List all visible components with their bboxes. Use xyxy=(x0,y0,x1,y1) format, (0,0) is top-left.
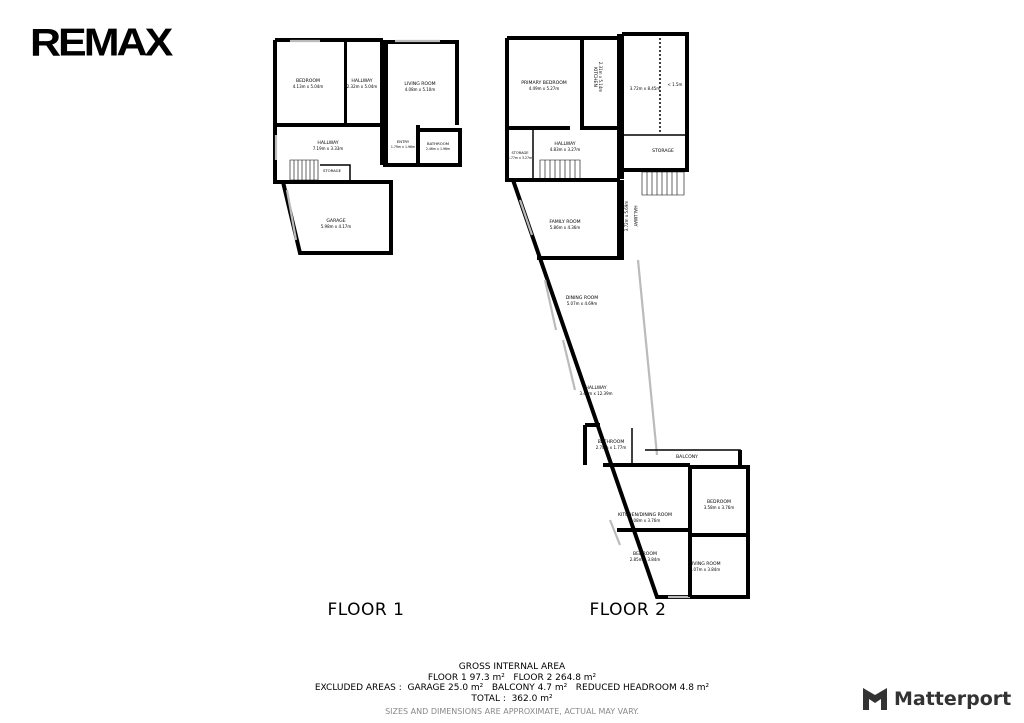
room-label: BEDROOM xyxy=(707,499,731,505)
room-dims: 5.07m x 4.69m xyxy=(567,301,598,306)
room-label: LIVING ROOM xyxy=(404,81,435,87)
room-label: HALLWAY xyxy=(554,141,575,147)
room-label: HALLWAY xyxy=(351,78,372,84)
remax-logo: REMAX xyxy=(30,21,173,65)
room-dims: 2.85m x 3.84m xyxy=(630,557,661,562)
summary-title: GROSS INTERNAL AREA xyxy=(458,662,566,672)
room-label: LIVING ROOM xyxy=(689,561,720,567)
disclaimer: SIZES AND DIMENSIONS ARE APPROXIMATE, AC… xyxy=(385,707,639,717)
matterport-icon xyxy=(863,688,887,710)
room-dims: 2.46m x 1.96m xyxy=(426,147,450,151)
room-dims: 5.08m x 3.76m xyxy=(630,518,661,523)
room-label: HALLWAY xyxy=(317,140,338,146)
room-dims: 2.32m x 5.04m xyxy=(347,84,378,89)
room-label: STORAGE xyxy=(323,168,342,173)
room-dims: 1.79m x 1.96m xyxy=(391,145,415,149)
room-dims: 1.77m x 3.27m xyxy=(508,156,532,160)
room-label: BEDROOM xyxy=(296,78,320,84)
summary-total: TOTAL : 362.0 m² xyxy=(471,693,553,704)
room-label: HALLWAY xyxy=(632,205,638,226)
floor-1-label: FLOOR 1 xyxy=(328,600,405,620)
summary-excluded: EXCLUDED AREAS : GARAGE 25.0 m² BALCONY … xyxy=(314,683,710,694)
room-dims: 7.19m x 3.33m xyxy=(313,146,344,151)
room-label: DINING ROOM xyxy=(566,295,599,301)
room-dims: 5.07m x 3.84m xyxy=(690,567,721,572)
room-label: ENTRY xyxy=(397,139,410,144)
room-dims: 4.13m x 5.04m xyxy=(293,84,324,89)
room-label: STORAGE xyxy=(511,151,529,155)
room-dims: 4.49m x 5.27m xyxy=(529,86,560,91)
room-label: BALCONY xyxy=(676,454,698,460)
room-label: BATHROOM xyxy=(427,141,449,146)
room-label: BEDROOM xyxy=(633,551,657,557)
summary-floors: FLOOR 1 97.3 m² FLOOR 2 264.8 m² xyxy=(427,672,597,683)
floor-2-plan: PRIMARY BEDROOM 4.49m x 5.27m KITCHEN 2.… xyxy=(505,32,750,620)
room-dims: 5.86m x 4.36m xyxy=(550,225,581,230)
room-dims: 3.72m x 5.69m xyxy=(624,201,629,232)
area-summary: GROSS INTERNAL AREA FLOOR 1 97.3 m² FLOO… xyxy=(0,662,1024,718)
room-dims: 4.83m x 3.27m xyxy=(550,147,581,152)
room-label: PRIMARY BEDROOM xyxy=(521,80,567,86)
room-dims: 4.08m x 5.10m xyxy=(405,87,436,92)
headroom-mark: < 1.5m xyxy=(668,82,683,87)
room-label: KITCHEN xyxy=(592,67,598,87)
room-label: KITCHEN/DINING ROOM xyxy=(618,512,672,518)
room-label: STORAGE xyxy=(652,148,674,154)
room-dims: 2.78m x 1.77m xyxy=(596,445,627,450)
matterport-wordmark: Matterport xyxy=(894,688,1012,710)
room-dims: 3.58m x 3.76m xyxy=(704,505,735,510)
room-dims: 3.44m x 12.39m xyxy=(579,391,612,396)
room-dims: 5.98m x 4.17m xyxy=(321,224,352,229)
room-label: GARAGE xyxy=(326,218,345,224)
room-label: FAMILY ROOM xyxy=(549,219,580,225)
floor-1-plan: BEDROOM 4.13m x 5.04m HALLWAY 2.32m x 5.… xyxy=(273,38,462,620)
matterport-logo: Matterport xyxy=(862,686,1011,712)
room-label: BATHROOM xyxy=(598,439,625,445)
floor-2-label: FLOOR 2 xyxy=(590,600,667,620)
room-dims: 2.31m x 5.14m xyxy=(598,62,603,93)
room-label: HALLWAY xyxy=(585,385,606,391)
room-dims: 3.72m x 8.45m xyxy=(630,86,661,91)
